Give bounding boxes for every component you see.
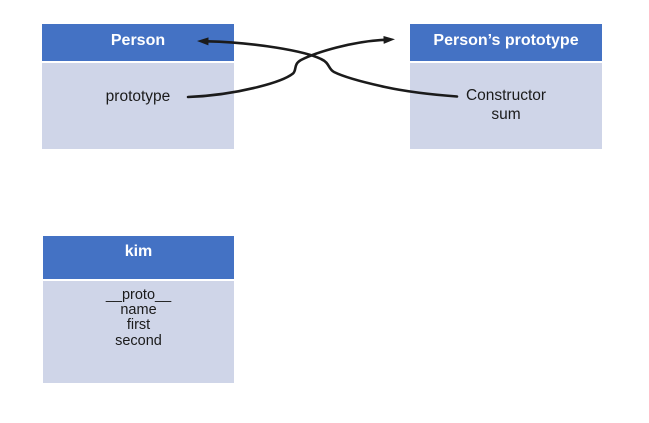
person-box-body: prototype [42,63,234,149]
kim-box: kim __proto__ name first second [43,236,234,383]
persons-prototype-box: Person’s prototype Constructor sum [410,24,602,149]
kim-member-first: first [126,317,151,334]
kim-member-proto: __proto__ [105,287,172,303]
persons-prototype-box-header: Person’s prototype [410,24,602,61]
person-box-title: Person [110,32,166,49]
kim-box-title: kim [124,243,153,260]
persons-prototype-box-body: Constructor sum [410,63,602,149]
person-box: Person prototype [42,24,234,149]
kim-member-name: name [120,302,157,319]
person-member-prototype: prototype [105,88,171,105]
persons-prototype-box-title: Person’s prototype [433,32,579,49]
prototype-member-constructor: Constructor [465,87,547,104]
prototype-member-sum: sum [491,106,521,123]
kim-box-header: kim [43,236,234,279]
kim-member-second: second [115,332,162,349]
kim-box-body: __proto__ name first second [43,281,234,383]
person-box-header: Person [42,24,234,61]
